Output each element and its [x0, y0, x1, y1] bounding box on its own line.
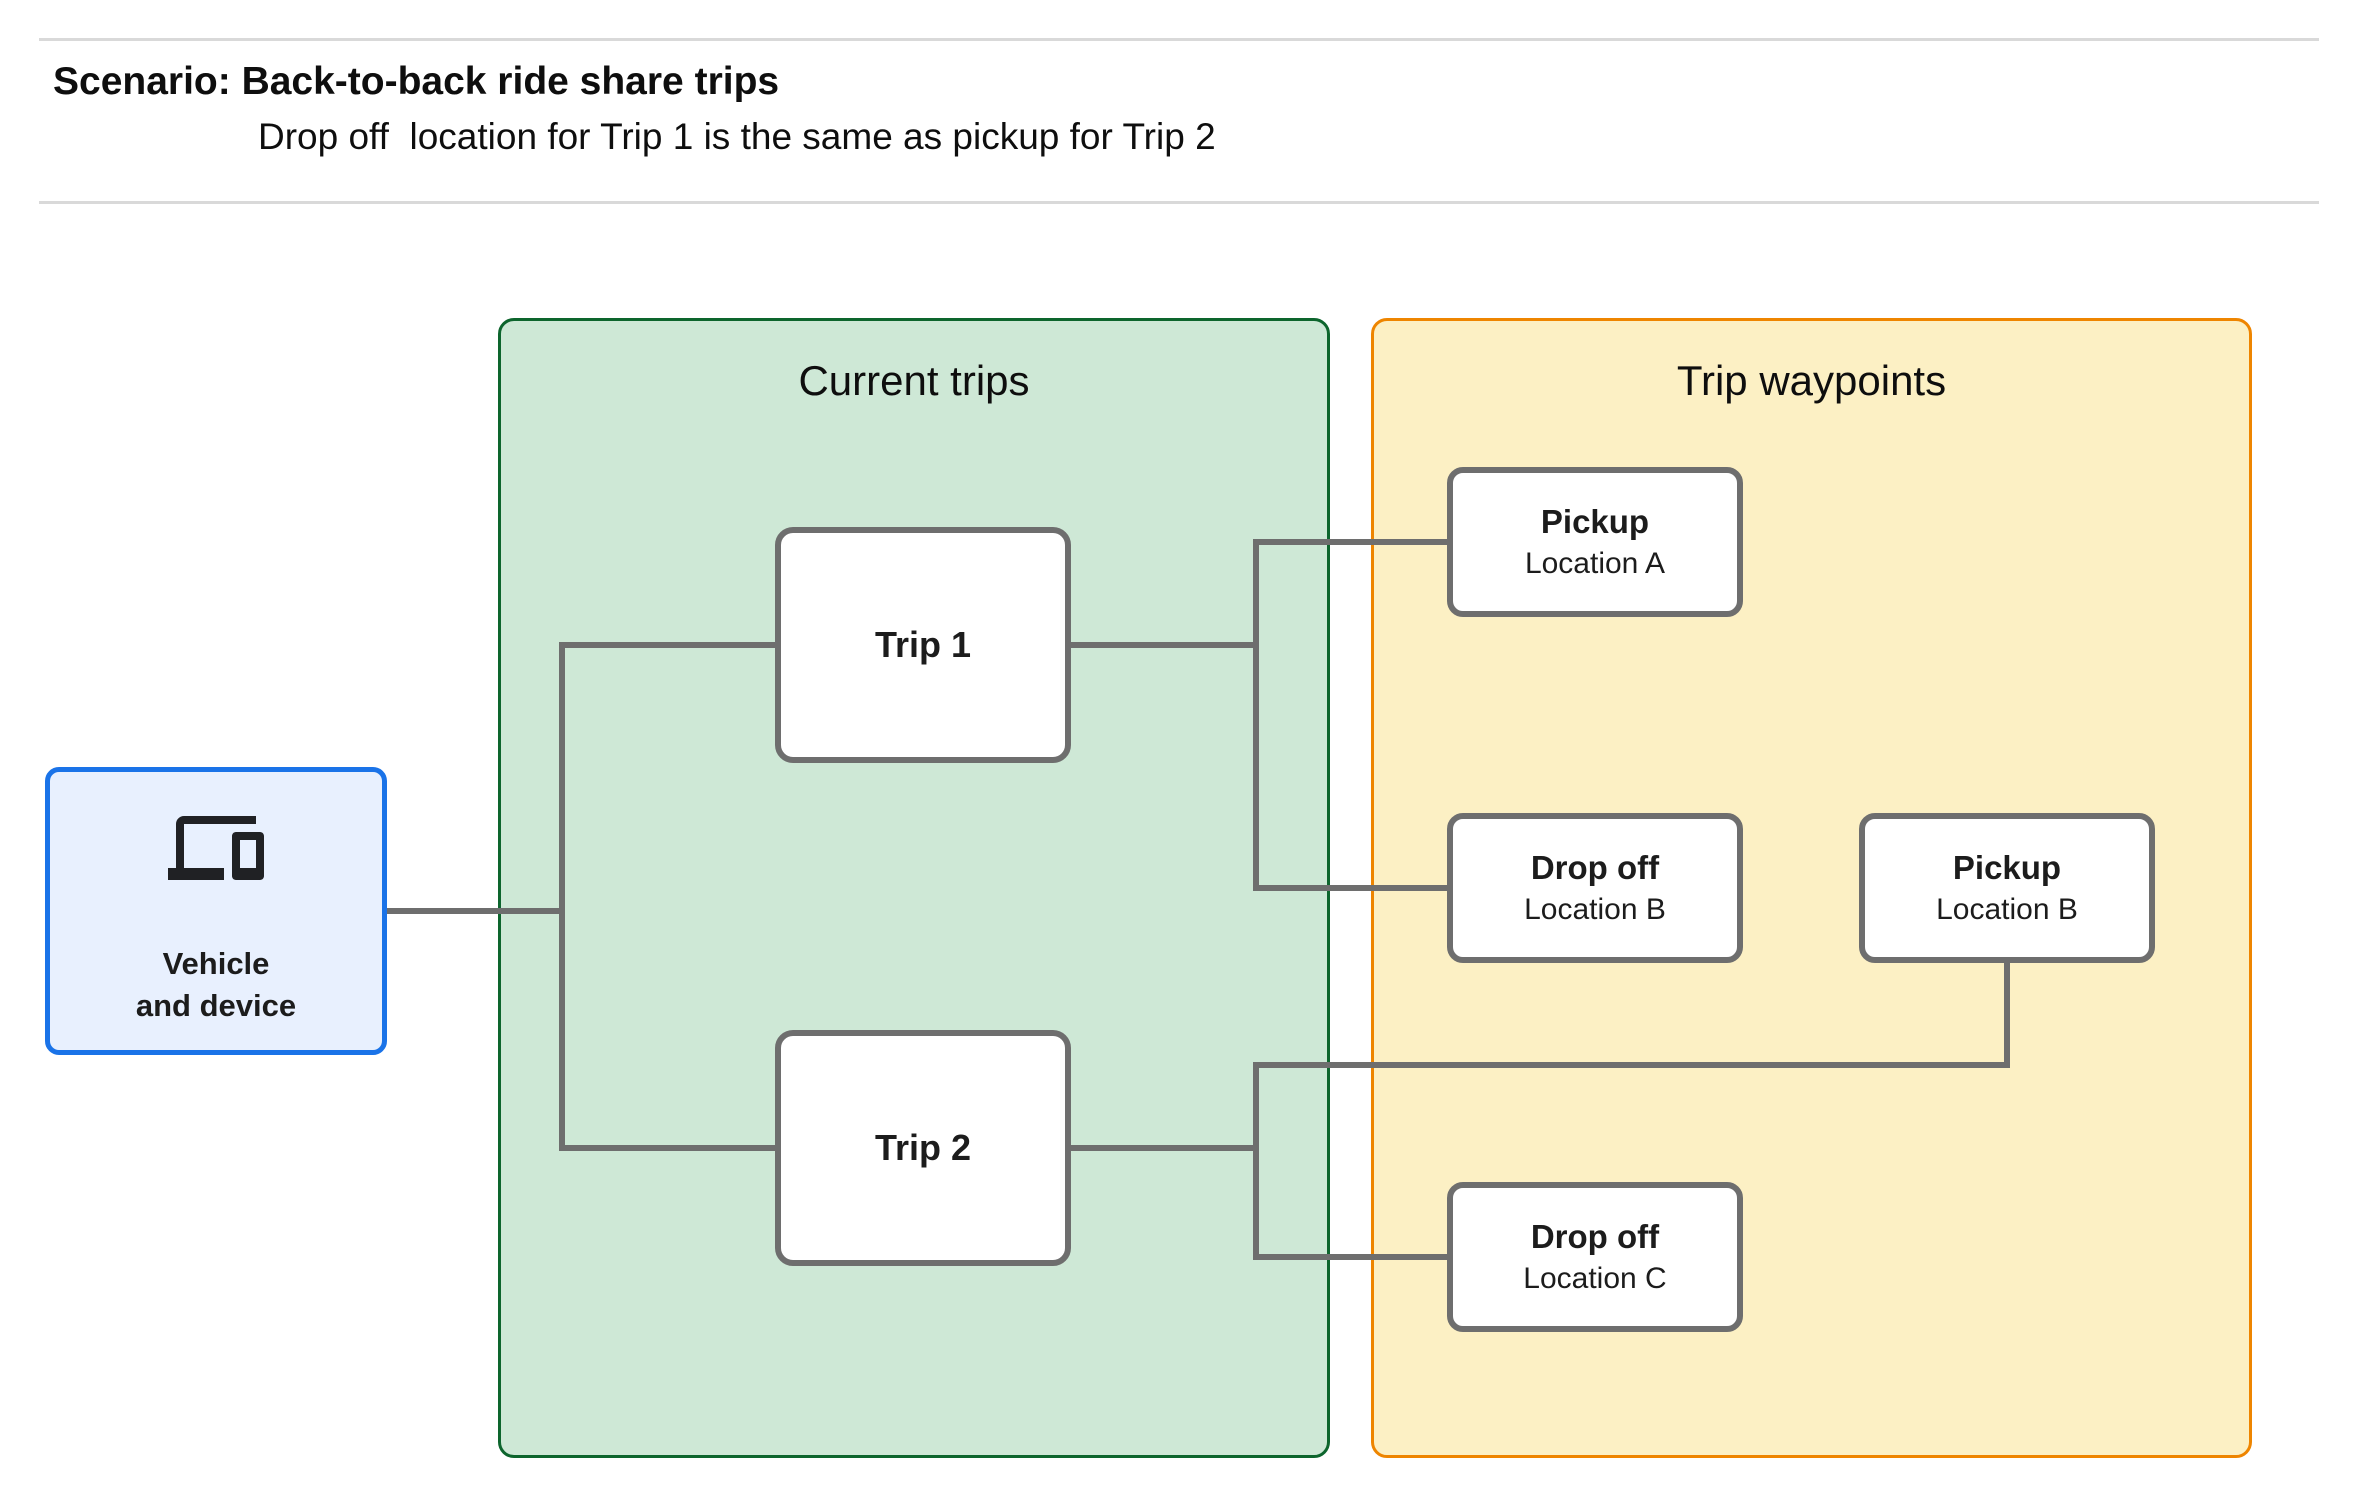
node-pickup-location-a: Pickup Location A: [1447, 467, 1743, 617]
top-divider: [39, 38, 2319, 41]
devices-icon: [168, 816, 264, 880]
node-pickup-location-b: Pickup Location B: [1859, 813, 2155, 963]
connector-trunk-to-trip2: [559, 1145, 781, 1151]
pickup-b-title: Pickup: [1952, 849, 2062, 886]
connector-trunk-vertical: [559, 642, 565, 1151]
connector-pickup-b-stub: [2004, 957, 2010, 1068]
connector-vehicle-to-trunk: [384, 908, 565, 914]
group-current-trips: Current trips: [498, 318, 1330, 1458]
dropoff-c-title: Drop off: [1530, 1218, 1660, 1255]
node-dropoff-location-b: Drop off Location B: [1447, 813, 1743, 963]
bottom-divider: [39, 201, 2319, 204]
group-current-trips-label: Current trips: [798, 357, 1030, 404]
dropoff-c-subtitle: Location C: [1523, 1262, 1667, 1295]
page-title: Scenario: Back-to-back ride share trips: [53, 60, 780, 103]
connector-trip1-branch-vertical: [1253, 539, 1259, 891]
node-trip2: Trip 2: [775, 1030, 1071, 1266]
dropoff-b-subtitle: Location B: [1524, 893, 1666, 926]
node-trip1: Trip 1: [775, 527, 1071, 763]
connector-to-dropoff-c: [1253, 1254, 1453, 1260]
dropoff-b-title: Drop off: [1530, 849, 1660, 886]
connector-trip1-out: [1065, 642, 1259, 648]
trip1-label: Trip 1: [874, 624, 972, 665]
pickup-a-title: Pickup: [1540, 503, 1650, 540]
connector-trip2-branch-vertical: [1253, 1062, 1259, 1260]
node-vehicle-and-device: Vehicle and device: [45, 767, 387, 1055]
page-subtitle: Drop off location for Trip 1 is the same…: [258, 116, 1216, 157]
vehicle-label-line2: and device: [135, 988, 297, 1023]
vehicle-label-line1: Vehicle: [162, 946, 270, 981]
group-trip-waypoints-label: Trip waypoints: [1676, 357, 1947, 404]
connector-trip2-out: [1065, 1145, 1259, 1151]
node-dropoff-location-c: Drop off Location C: [1447, 1182, 1743, 1332]
pickup-b-subtitle: Location B: [1936, 893, 2078, 926]
trip2-label: Trip 2: [874, 1127, 972, 1168]
vehicle-label: Vehicle and device: [50, 943, 382, 1027]
connector-to-pickup-a: [1253, 539, 1453, 545]
connector-trunk-to-trip1: [559, 642, 781, 648]
connector-to-dropoff-b: [1253, 885, 1453, 891]
pickup-a-subtitle: Location A: [1524, 547, 1666, 580]
connector-to-pickup-b-horizontal: [1253, 1062, 2010, 1068]
